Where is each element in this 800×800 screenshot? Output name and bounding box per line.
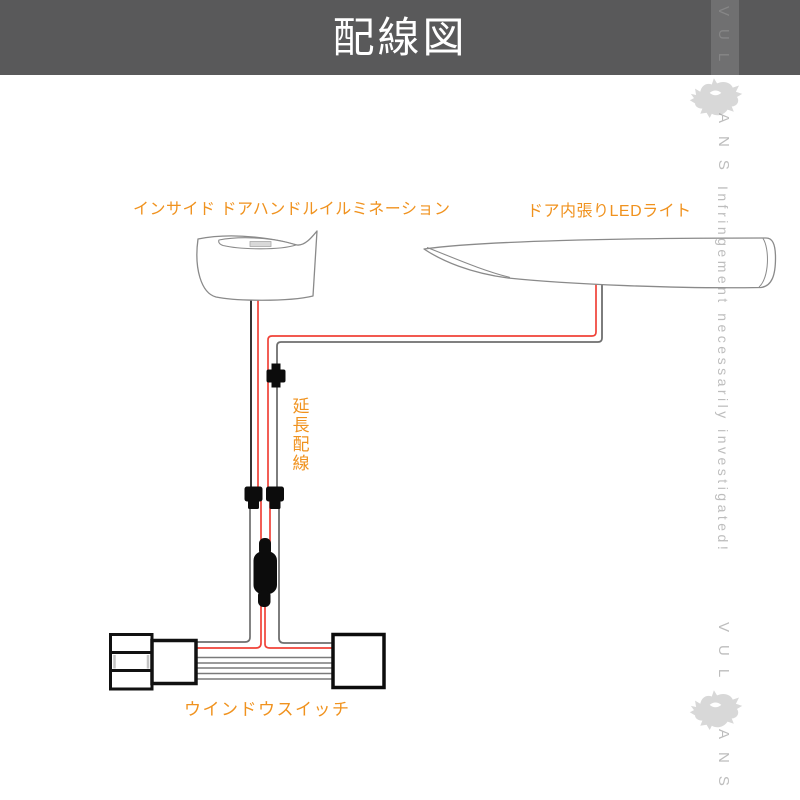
wire-led-red — [264, 281, 597, 649]
label-door-trim-led: ドア内張りLEDライト — [527, 203, 692, 220]
page-title: 配線図 — [332, 13, 468, 61]
wire-left-gray-lower — [196, 500, 251, 643]
wire-led-gray — [276, 281, 603, 644]
door-handle-drawing — [196, 230, 318, 301]
header-bar: 配線図 — [0, 0, 800, 75]
switch-plug-right — [331, 632, 386, 690]
extension-connector-lower-left — [244, 486, 263, 509]
switch-plug-left — [109, 633, 198, 691]
handle-grip-detail — [249, 241, 272, 247]
label-window-switch: ウインドウスイッチ — [184, 700, 351, 719]
wire-handle-red — [196, 296, 262, 649]
extension-connector-upper — [266, 363, 286, 388]
wire-bundle-gray — [196, 656, 333, 680]
label-inside-door-handle: インサイド ドアハンドルイルミネーション — [133, 201, 451, 218]
label-extension-wiring: 延長配線 — [289, 397, 309, 473]
inline-fuse-holder — [253, 538, 277, 607]
door-trim-led-drawing — [423, 237, 777, 289]
extension-connector-lower-right — [266, 486, 284, 509]
